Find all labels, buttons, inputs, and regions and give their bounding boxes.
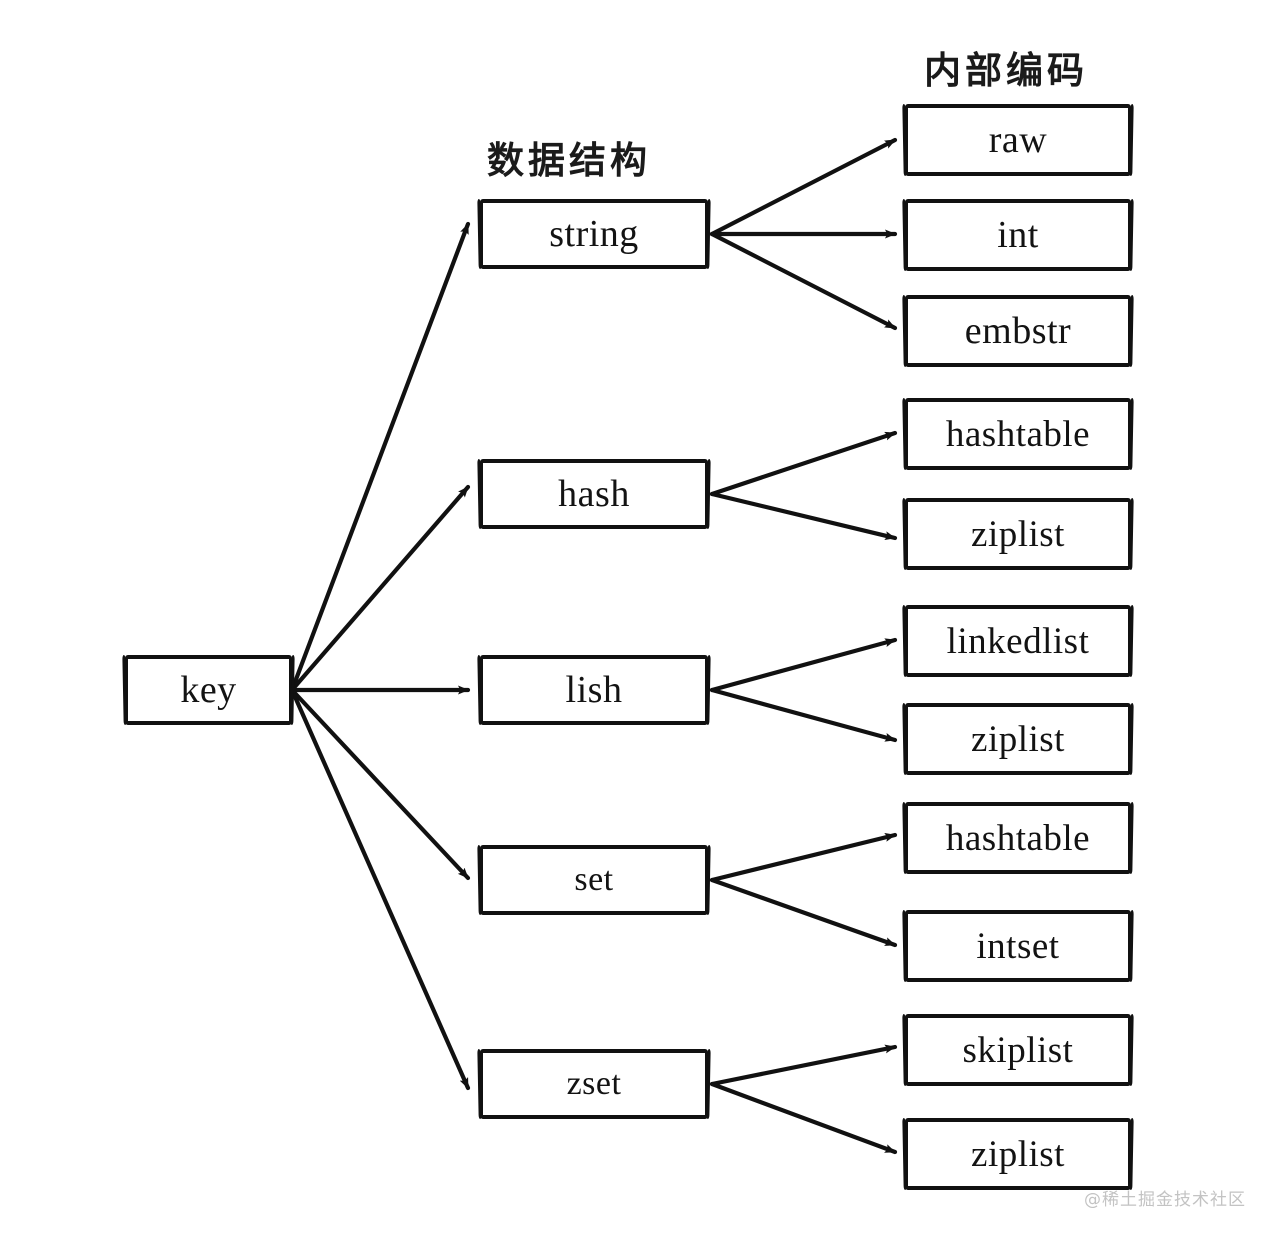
- edge-zset-to-ziplist: [709, 1081, 898, 1155]
- node-encoding-raw[interactable]: raw: [905, 104, 1131, 176]
- node-key-label: key: [180, 669, 237, 711]
- node-encoding-hashtable-hash[interactable]: hashtable: [905, 398, 1131, 470]
- node-encoding-intset[interactable]: intset: [905, 910, 1131, 982]
- node-encoding-ziplist-hash-label: ziplist: [971, 513, 1065, 555]
- node-encoding-linkedlist-label: linkedlist: [946, 620, 1090, 662]
- node-string[interactable]: string: [480, 199, 708, 269]
- node-encoding-ziplist-hash[interactable]: ziplist: [905, 498, 1131, 570]
- watermark: @稀土掘金技术社区: [1084, 1190, 1246, 1210]
- node-hash-label: hash: [558, 473, 630, 515]
- edge-key-to-hash: [289, 484, 471, 693]
- node-set-label: set: [574, 861, 614, 898]
- node-string-label: string: [549, 213, 639, 255]
- node-encoding-skiplist-label: skiplist: [962, 1029, 1074, 1071]
- node-set[interactable]: set: [480, 845, 708, 915]
- node-encoding-ziplist-zset[interactable]: ziplist: [905, 1118, 1131, 1190]
- node-encoding-hashtable-hash-label: hashtable: [945, 413, 1091, 455]
- node-encoding-raw-label: raw: [988, 119, 1048, 161]
- node-encoding-intset-label: intset: [976, 925, 1060, 967]
- node-encoding-embstr[interactable]: embstr: [905, 295, 1131, 367]
- node-hash[interactable]: hash: [480, 459, 708, 529]
- node-lish-label: lish: [565, 669, 623, 711]
- node-encoding-skiplist[interactable]: skiplist: [905, 1014, 1131, 1086]
- edge-key-to-set: [289, 687, 471, 881]
- node-encoding-hashtable-set[interactable]: hashtable: [905, 802, 1131, 874]
- edge-set-to-hashtable: [709, 832, 898, 883]
- edge-string-to-raw: [709, 137, 898, 237]
- edge-zset-to-skiplist: [709, 1044, 898, 1087]
- edge-lish-to-ziplist: [709, 687, 898, 743]
- edge-hash-to-ziplist: [709, 491, 898, 541]
- node-key[interactable]: key: [125, 655, 292, 725]
- node-lish[interactable]: lish: [480, 655, 708, 725]
- column-label-internal-encoding: 内部编码: [924, 49, 1088, 92]
- node-encoding-linkedlist[interactable]: linkedlist: [905, 605, 1131, 677]
- column-label-data-structure: 数据结构: [487, 139, 651, 182]
- node-zset-label: zset: [566, 1065, 622, 1102]
- edge-set-to-intset: [709, 877, 898, 948]
- node-encoding-int[interactable]: int: [905, 199, 1131, 271]
- edge-key-to-string: [289, 221, 471, 693]
- node-encoding-hashtable-set-label: hashtable: [945, 817, 1091, 859]
- node-encoding-embstr-label: embstr: [964, 310, 1072, 352]
- edge-lish-to-linkedlist: [709, 637, 898, 693]
- node-zset[interactable]: zset: [480, 1049, 708, 1119]
- node-encoding-ziplist-list-label: ziplist: [971, 718, 1065, 760]
- node-encoding-ziplist-list[interactable]: ziplist: [905, 703, 1131, 775]
- node-encoding-int-label: int: [997, 214, 1039, 256]
- edge-string-to-embstr: [709, 231, 898, 331]
- node-encoding-ziplist-zset-label: ziplist: [971, 1133, 1065, 1175]
- edge-key-to-zset: [289, 687, 471, 1091]
- edge-hash-to-hashtable: [709, 430, 898, 497]
